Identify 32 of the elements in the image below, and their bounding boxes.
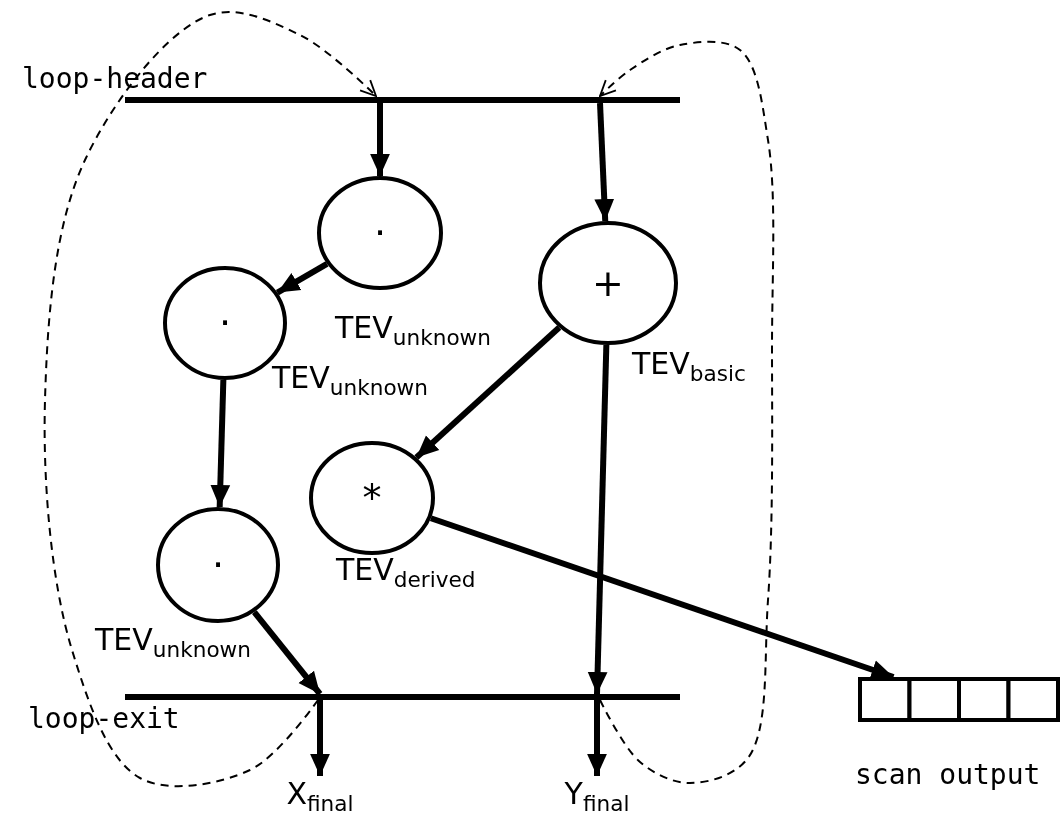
operation-circle <box>317 176 443 290</box>
arrow <box>310 700 330 776</box>
operator-symbol: * <box>362 476 382 520</box>
arrow <box>210 379 231 508</box>
variable-name: X$_{final}$ <box>286 776 354 816</box>
arrow <box>252 610 323 696</box>
operation-circle <box>309 441 435 555</box>
dashed-arrow <box>599 40 775 784</box>
operation-circle <box>538 221 678 345</box>
arrow <box>587 344 610 695</box>
type-label: TEV$_{unknown}$ <box>335 310 491 351</box>
arrow <box>429 515 895 680</box>
dashed-arrow <box>43 11 377 788</box>
type-label: TEV$_{unknown}$ <box>95 622 251 663</box>
region-label: loop-header <box>22 62 208 96</box>
type-label: TEV$_{derived}$ <box>336 552 476 593</box>
operator-symbol: · <box>373 211 387 255</box>
operation-circle <box>156 507 280 623</box>
arrow <box>275 261 329 296</box>
operator-symbol: · <box>218 301 232 345</box>
arrow <box>414 325 562 460</box>
type-label: TEV$_{unknown}$ <box>272 360 428 401</box>
arrow <box>587 700 607 776</box>
variable-name: Y$_{final}$ <box>564 776 630 816</box>
arrow <box>370 103 390 176</box>
region-label: loop-exit <box>28 702 180 736</box>
type-label: TEV$_{basic}$ <box>632 346 746 387</box>
operator-symbol: + <box>592 261 624 305</box>
region-label: scan output <box>855 758 1041 792</box>
arrow <box>594 102 615 222</box>
operator-symbol: · <box>211 543 225 587</box>
scan-buffer <box>858 677 1060 722</box>
